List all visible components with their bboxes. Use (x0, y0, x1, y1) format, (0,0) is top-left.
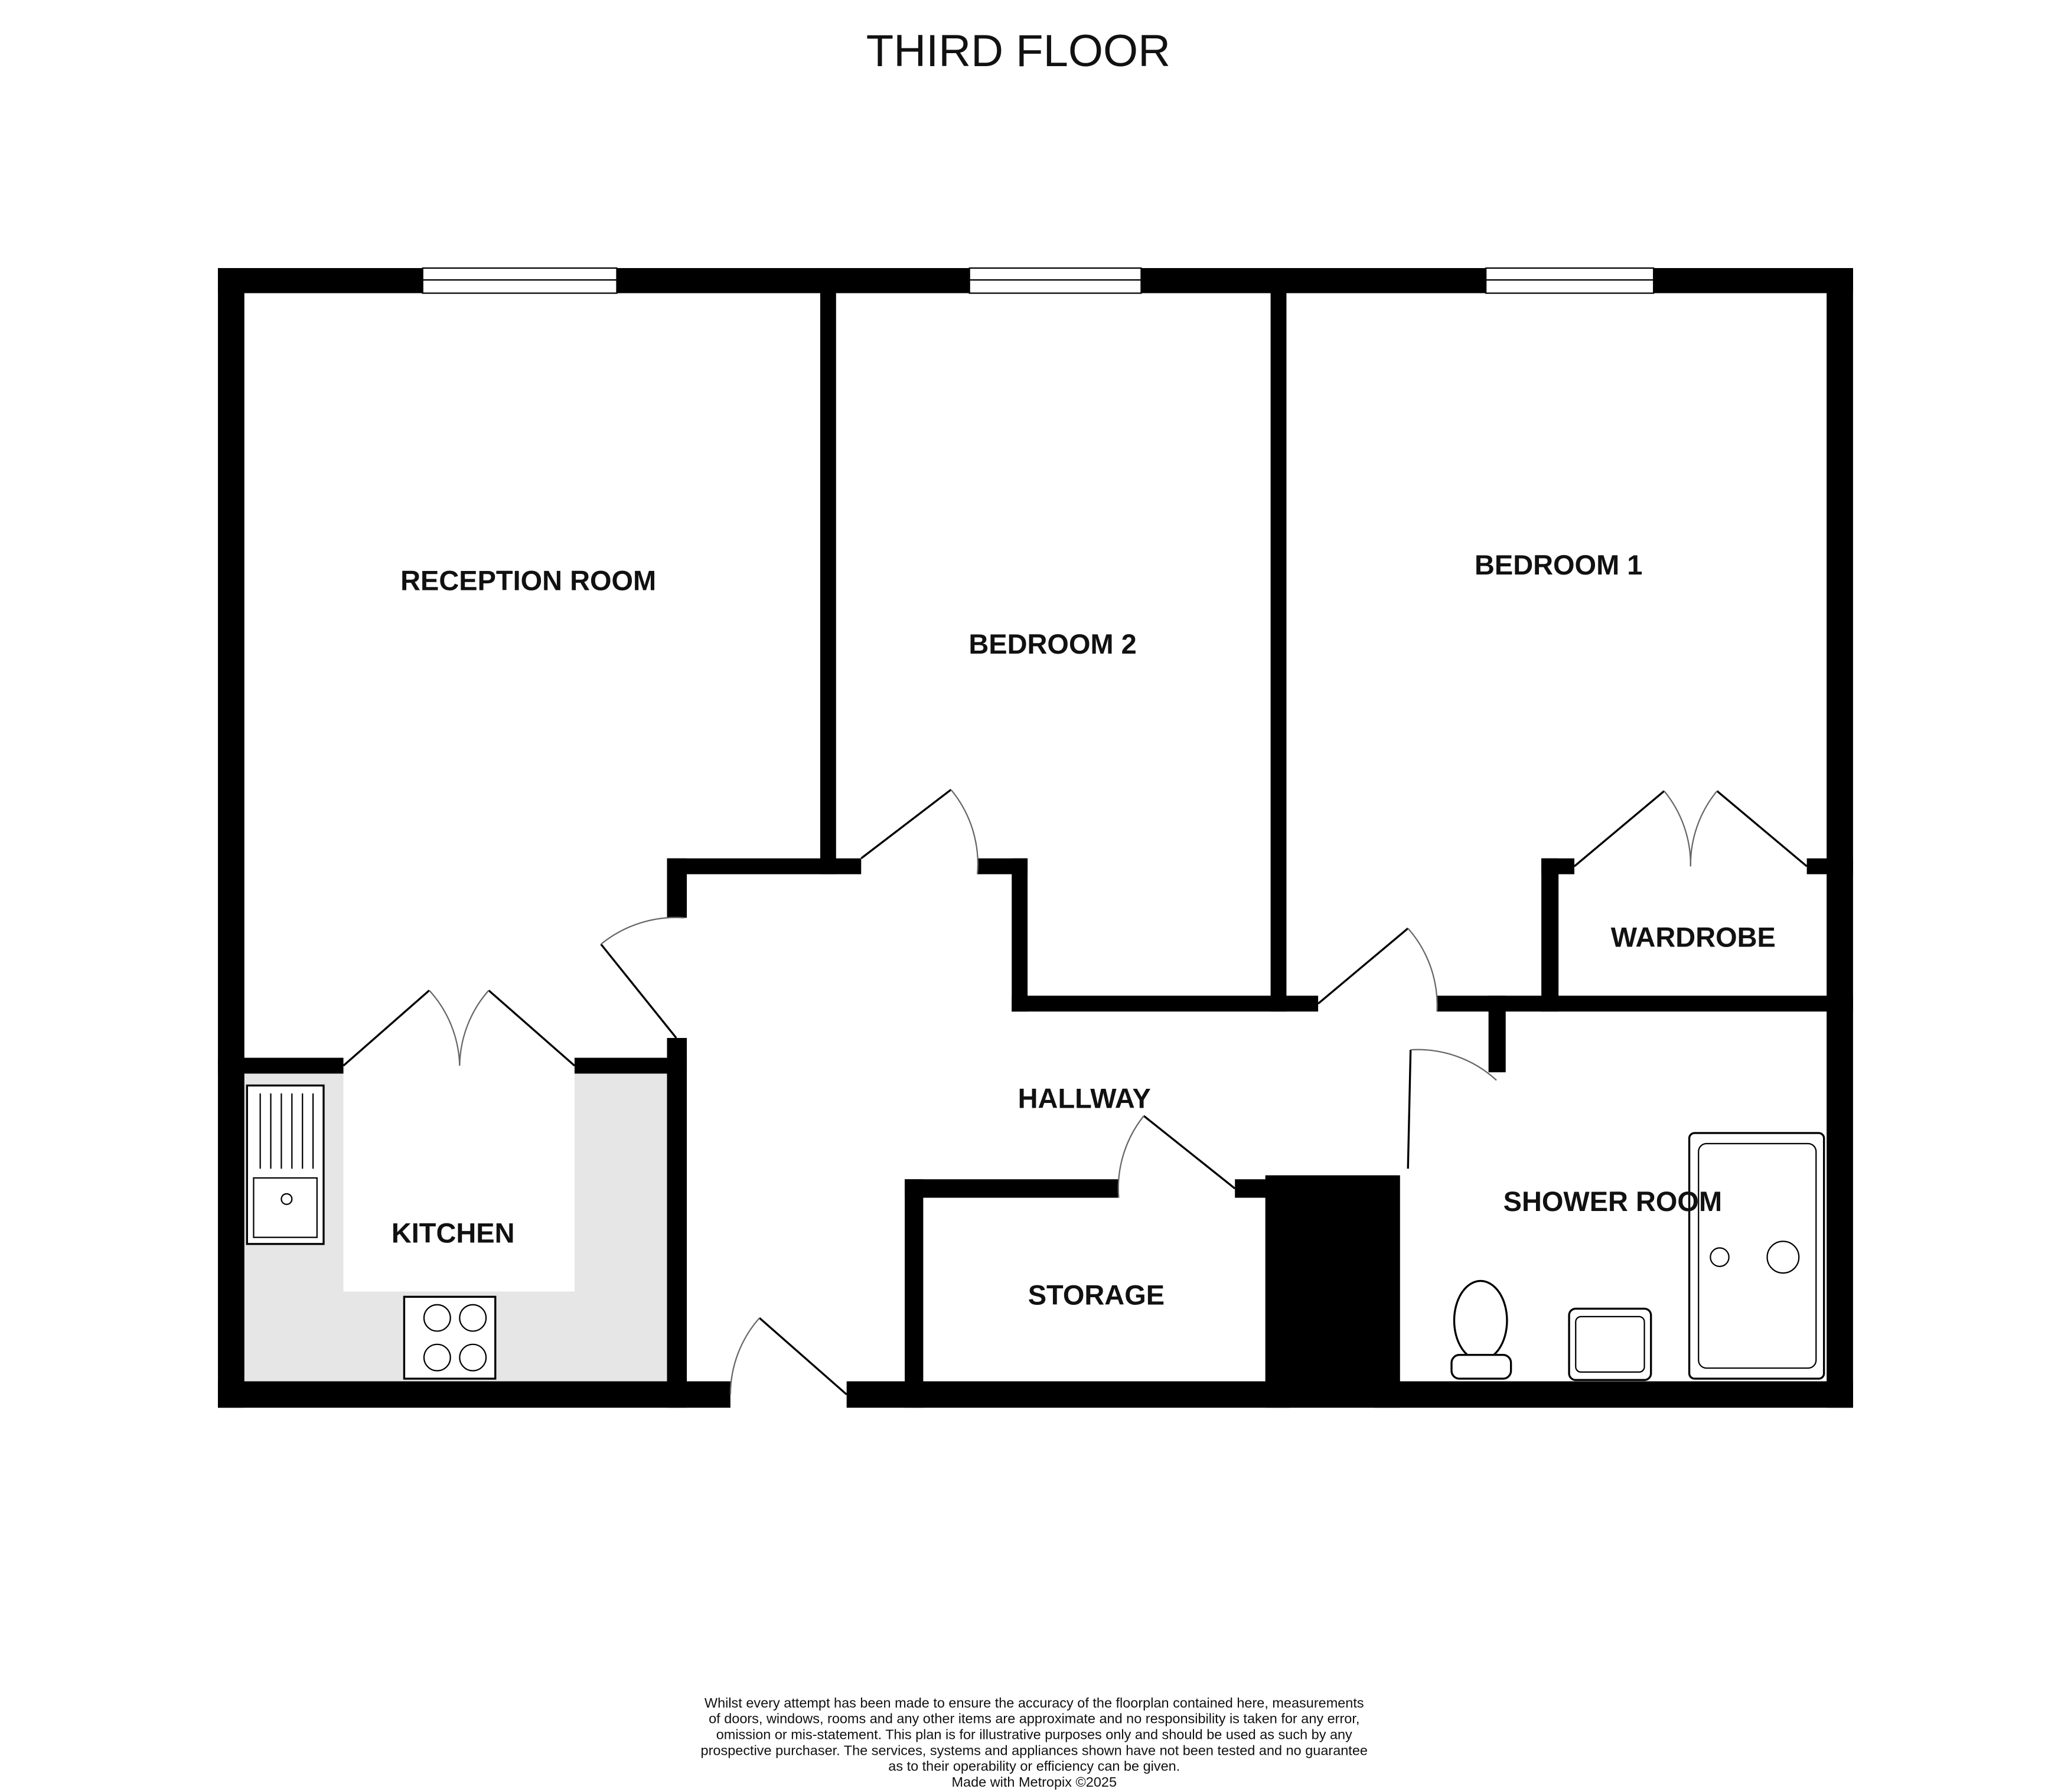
disclaimer-line: as to their operability or efficiency ca… (888, 1758, 1180, 1774)
room-label-wardrobe: WARDROBE (1611, 922, 1776, 953)
windows (422, 267, 1655, 294)
shower-tray-icon (1688, 1132, 1825, 1380)
walls (218, 268, 1853, 1408)
floor-title: THIRD FLOOR (866, 26, 1170, 76)
toilet-icon (1450, 1279, 1512, 1380)
room-label-kitchen: KITCHEN (392, 1217, 515, 1249)
sink-icon (246, 1084, 325, 1245)
room-label-hallway: HALLWAY (1018, 1082, 1151, 1114)
doors (343, 789, 1808, 1396)
disclaimer-line: prospective purchaser. The services, sys… (701, 1742, 1368, 1758)
room-label-bedroom-1: BEDROOM 1 (1475, 549, 1642, 580)
room-label-bedroom-2: BEDROOM 2 (968, 628, 1136, 660)
disclaimer-line: Whilst every attempt has been made to en… (705, 1695, 1364, 1711)
hob-icon (403, 1295, 497, 1380)
disclaimer-line: omission or mis-statement. This plan is … (716, 1727, 1352, 1742)
disclaimer-line: of doors, windows, rooms and any other i… (709, 1711, 1359, 1726)
credit-text: Made with Metropix ©2025 (952, 1774, 1117, 1790)
room-label-storage: STORAGE (1028, 1279, 1165, 1311)
room-label-reception: RECEPTION ROOM (400, 565, 656, 596)
basin-icon (1568, 1307, 1652, 1381)
room-label-shower-room: SHOWER ROOM (1503, 1186, 1722, 1217)
disclaimer: Whilst every attempt has been made to en… (701, 1695, 1368, 1790)
